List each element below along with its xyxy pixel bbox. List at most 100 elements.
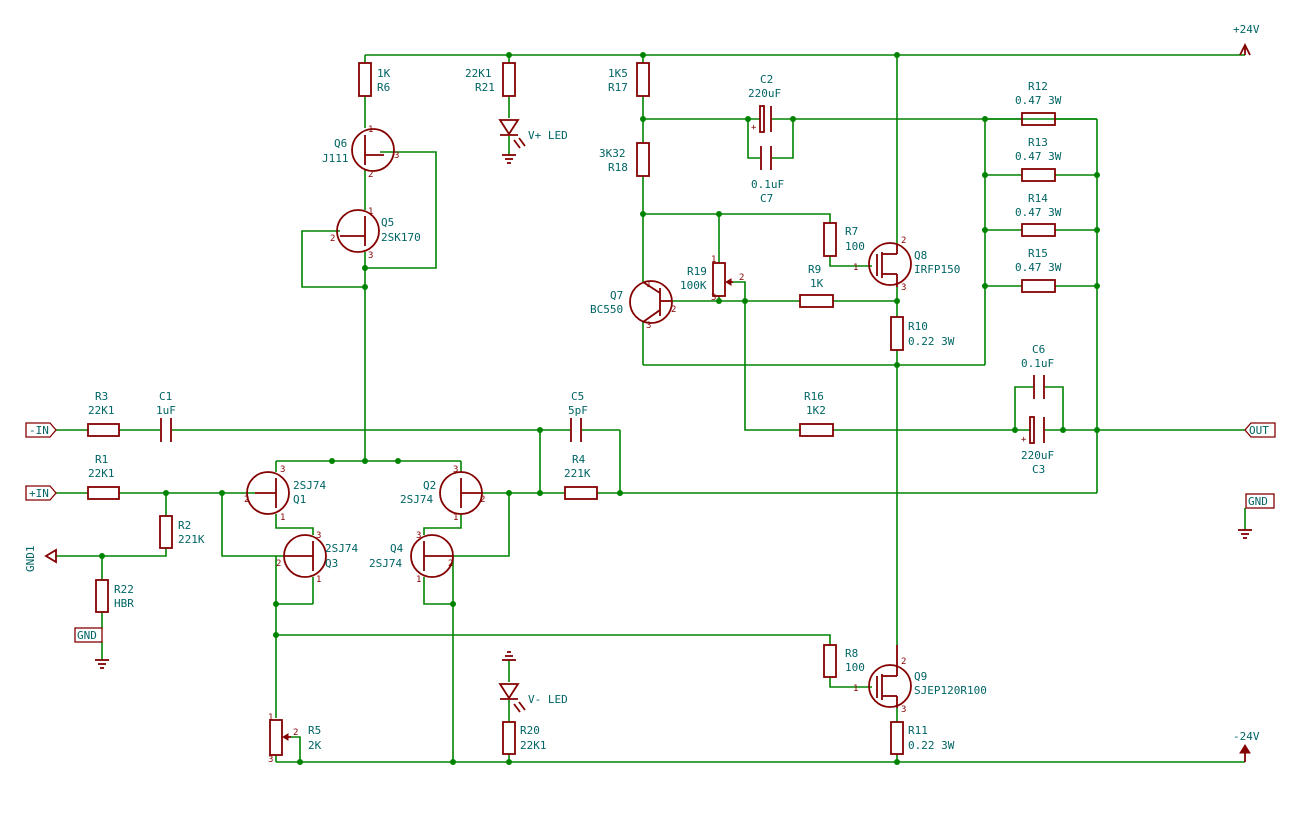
junction (362, 265, 368, 271)
ground-r22 (95, 659, 109, 669)
q1-value: 2SJ74 (293, 479, 326, 492)
transistor-q5 (336, 209, 380, 253)
junction (1060, 427, 1066, 433)
r7-value: 100 (845, 240, 865, 253)
capacitor-c7 (760, 146, 772, 170)
r19-ref: R19 (687, 265, 707, 278)
q5-body (336, 209, 380, 253)
q7-pin2: 2 (671, 305, 676, 315)
r19-pin2: 2 (739, 273, 744, 283)
led-positive-label: V+ LED (528, 129, 568, 142)
junction (362, 284, 368, 290)
c6-loop (1014, 386, 1033, 430)
junction (537, 490, 543, 496)
q8-pin2: 2 (901, 236, 906, 246)
resistor-bodies (87, 62, 1056, 756)
q9-pin3: 3 (901, 705, 906, 715)
resistor-r13 (1021, 168, 1056, 182)
r6-ref: R6 (377, 81, 390, 94)
pot-wipers (282, 278, 733, 741)
port-minus-in-label: -IN (29, 424, 49, 437)
led-positive-triangle (498, 119, 520, 136)
q2-pin3: 3 (453, 465, 458, 475)
resistor-r4 (564, 486, 598, 500)
r15-value: 0.47 3W (1015, 261, 1062, 274)
resistor-r1 (87, 486, 120, 500)
junction (506, 490, 512, 496)
r5-ref: R5 (308, 724, 321, 737)
transistor-q7 (629, 280, 673, 324)
r17-value: 1K5 (608, 67, 628, 80)
c2-value: 220uF (748, 87, 781, 100)
resistor-r21 (502, 62, 516, 97)
junction (1012, 427, 1018, 433)
junction (742, 298, 748, 304)
c7-value: 0.1uF (751, 178, 784, 191)
r15-ref: R15 (1028, 247, 1048, 260)
gnd-box-right (1245, 493, 1275, 509)
junction (506, 52, 512, 58)
junction (982, 116, 988, 122)
negative-rail-arrow (1239, 744, 1251, 754)
q8-body (868, 242, 912, 286)
transistor-q8 (868, 242, 912, 287)
resistor-r20 (502, 721, 516, 755)
r9-value: 1K (810, 277, 824, 290)
q4-pin3: 3 (416, 531, 421, 541)
negative-rail-label: -24V (1233, 730, 1260, 743)
q4-gate-to-q2 (453, 493, 510, 557)
q8-ref: Q8 (914, 249, 927, 262)
q3-pin3: 3 (316, 531, 321, 541)
q5-value: 2SK170 (381, 231, 421, 244)
junction (790, 116, 796, 122)
junction (894, 759, 900, 765)
c1-ref: C1 (159, 390, 172, 403)
led-positive (498, 119, 526, 149)
r21-ref: R21 (475, 81, 495, 94)
r20-ref: R20 (520, 724, 540, 737)
q7-pin1: 1 (646, 280, 651, 290)
r11-value: 0.22 3W (908, 739, 955, 752)
r10-ref: R10 (908, 320, 928, 333)
q4-pin2: 2 (448, 559, 453, 569)
c7-ref: C7 (760, 192, 773, 205)
r4-value: 221K (564, 467, 591, 480)
q1-pin3: 3 (280, 465, 285, 475)
r8-value: 100 (845, 661, 865, 674)
r12-value: 0.47 3W (1015, 94, 1062, 107)
q7-pin3: 3 (646, 321, 651, 331)
resistor-r7 (823, 222, 837, 257)
r12-ref: R12 (1028, 80, 1048, 93)
q6-pin1: 1 (368, 125, 373, 135)
r18-value: 3K32 (599, 147, 626, 160)
junction (1094, 227, 1100, 233)
c5-value: 5pF (568, 404, 588, 417)
q1-ref: Q1 (293, 493, 306, 506)
gnd-box-left (74, 627, 103, 643)
r3-ref: R3 (95, 390, 108, 403)
junction (640, 52, 646, 58)
junction (450, 601, 456, 607)
r16-left (744, 301, 800, 431)
r1-ref: R1 (95, 453, 108, 466)
r5-wiper (291, 736, 301, 762)
q2-value: 2SJ74 (400, 493, 433, 506)
q4-pin1: 1 (416, 575, 421, 585)
junction (273, 601, 279, 607)
transistor-q9 (868, 645, 912, 708)
q6-pin2: 2 (368, 170, 373, 180)
r20-value: 22K1 (520, 739, 547, 752)
resistor-r9 (799, 294, 834, 308)
q3-pin1: 1 (316, 575, 321, 585)
q7-ref: Q7 (610, 289, 623, 302)
q7-collector-bus (643, 213, 831, 223)
q2-drain-to-q4 (423, 514, 462, 535)
r8-to-q9 (829, 677, 872, 688)
transistor-q2 (439, 471, 483, 515)
q2-pin1: 1 (453, 513, 458, 523)
junction (1094, 172, 1100, 178)
wires (56, 54, 1246, 763)
led-negative (498, 683, 526, 713)
c2-plus: + (751, 123, 757, 133)
